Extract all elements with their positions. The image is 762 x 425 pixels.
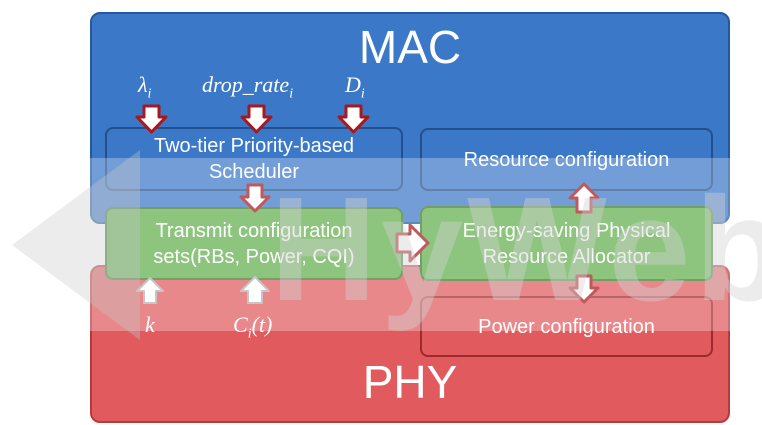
delay-input-label: Di <box>345 72 365 102</box>
scheduler-to-transmit-arrow <box>239 183 271 213</box>
lambda-down-arrow <box>135 104 168 134</box>
power-configuration-label: Power configuration <box>478 315 655 338</box>
k-up-arrow <box>136 277 164 304</box>
transmit-configuration-label: Transmit configuration sets(RBs, Power, … <box>153 219 355 268</box>
energy-saving-allocator-box: Energy-saving Physical Resource Allocato… <box>420 206 713 281</box>
drop-rate-down-arrow <box>240 104 273 134</box>
scheduler-box: Two-tier Priority-based Scheduler <box>105 127 403 191</box>
phy-title: PHY <box>362 356 458 408</box>
lambda-input-label: λi <box>138 72 152 102</box>
channel-up-arrow <box>240 276 270 304</box>
drop-rate-input-label: drop_ratei <box>202 72 294 102</box>
energy-saving-allocator-label: Energy-saving Physical Resource Allocato… <box>462 219 671 268</box>
transmit-configuration-box: Transmit configuration sets(RBs, Power, … <box>105 207 403 280</box>
k-input-label: k <box>145 312 155 337</box>
mac-title: MAC <box>358 21 462 73</box>
resource-configuration-box: Resource configuration <box>420 128 713 191</box>
resource-configuration-label: Resource configuration <box>463 148 670 171</box>
transmit-to-allocator-arrow <box>395 223 430 263</box>
scheduler-label: Two-tier Priority-based Scheduler <box>153 135 355 183</box>
channel-input-label: Ci(t) <box>233 312 273 342</box>
power-configuration-box: Power configuration <box>420 296 713 357</box>
delay-down-arrow <box>337 104 370 134</box>
allocator-to-resource-arrow <box>568 182 600 214</box>
allocator-to-power-arrow <box>568 274 600 304</box>
